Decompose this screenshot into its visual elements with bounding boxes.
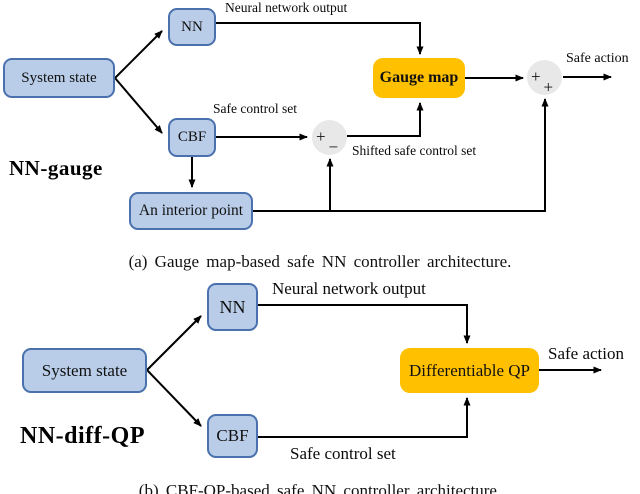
- node-system-state-b-label: System state: [41, 360, 128, 380]
- edge-label-shifted-safe-control-set-a: Shifted safe control set: [352, 143, 477, 158]
- sum1-minus-sign: −: [328, 137, 339, 157]
- node-cbf-b: CBF: [207, 414, 258, 458]
- edge-a-nn-to-gauge: [216, 22, 424, 55]
- panel-b-caption: (b) CBF-QP-based safe NN controller arch…: [138, 481, 502, 494]
- node-interior-point-a-label: An interior point: [138, 202, 244, 219]
- sum1-plus-sign: +: [316, 126, 326, 146]
- node-system-state-a: System state: [3, 58, 115, 98]
- node-system-state-a-label: System state: [21, 69, 97, 86]
- node-cbf-a: CBF: [168, 118, 216, 157]
- edge-label-safe-action-a: Safe action: [566, 51, 629, 66]
- edge-label-nn-output-a: Neural network output: [225, 0, 348, 15]
- sum2-plus-bottom-sign: +: [543, 77, 554, 97]
- edge-b-nn-to-qp: [258, 304, 471, 344]
- node-differentiable-qp-b: Differentiable QP: [400, 348, 539, 393]
- node-nn-b: NN: [207, 283, 258, 331]
- edge-label-safe-control-set-a: Safe control set: [213, 101, 297, 116]
- sum-junction-2: + +: [527, 60, 562, 95]
- edge-label-safe-control-set-b: Safe control set: [290, 444, 396, 463]
- edge-b-state-to-nn: [146, 315, 202, 371]
- node-gauge-map-a-label: Gauge map: [379, 69, 459, 86]
- node-nn-b-label: NN: [219, 296, 246, 317]
- sum2-plus-left-sign: +: [531, 66, 541, 86]
- panel-a-caption: (a) Gauge map-based safe NN controller a…: [128, 252, 512, 271]
- node-cbf-b-label: CBF: [216, 426, 249, 445]
- model-tag-nn-gauge: NN-gauge: [9, 156, 103, 180]
- node-nn-a-label: NN: [181, 18, 203, 35]
- node-nn-a: NN: [168, 8, 216, 46]
- edge-a-sum1-to-gauge: [347, 102, 424, 137]
- node-gauge-map-a: Gauge map: [373, 58, 465, 98]
- sum-junction-1: + −: [312, 120, 347, 155]
- node-system-state-b: System state: [22, 348, 147, 393]
- edge-label-safe-action-b: Safe action: [548, 344, 624, 363]
- edge-b-state-to-cbf: [146, 369, 202, 427]
- edge-a-state-to-cbf: [114, 77, 163, 134]
- model-tag-nn-diff-qp: NN-diff-QP: [20, 423, 145, 449]
- edge-a-state-to-nn: [114, 30, 163, 79]
- edge-b-cbf-to-qp: [258, 397, 471, 438]
- node-cbf-a-label: CBF: [177, 129, 207, 145]
- node-interior-point-a: An interior point: [129, 192, 253, 230]
- edge-label-nn-output-b: Neural network output: [272, 279, 426, 298]
- node-differentiable-qp-b-label: Differentiable QP: [408, 360, 530, 380]
